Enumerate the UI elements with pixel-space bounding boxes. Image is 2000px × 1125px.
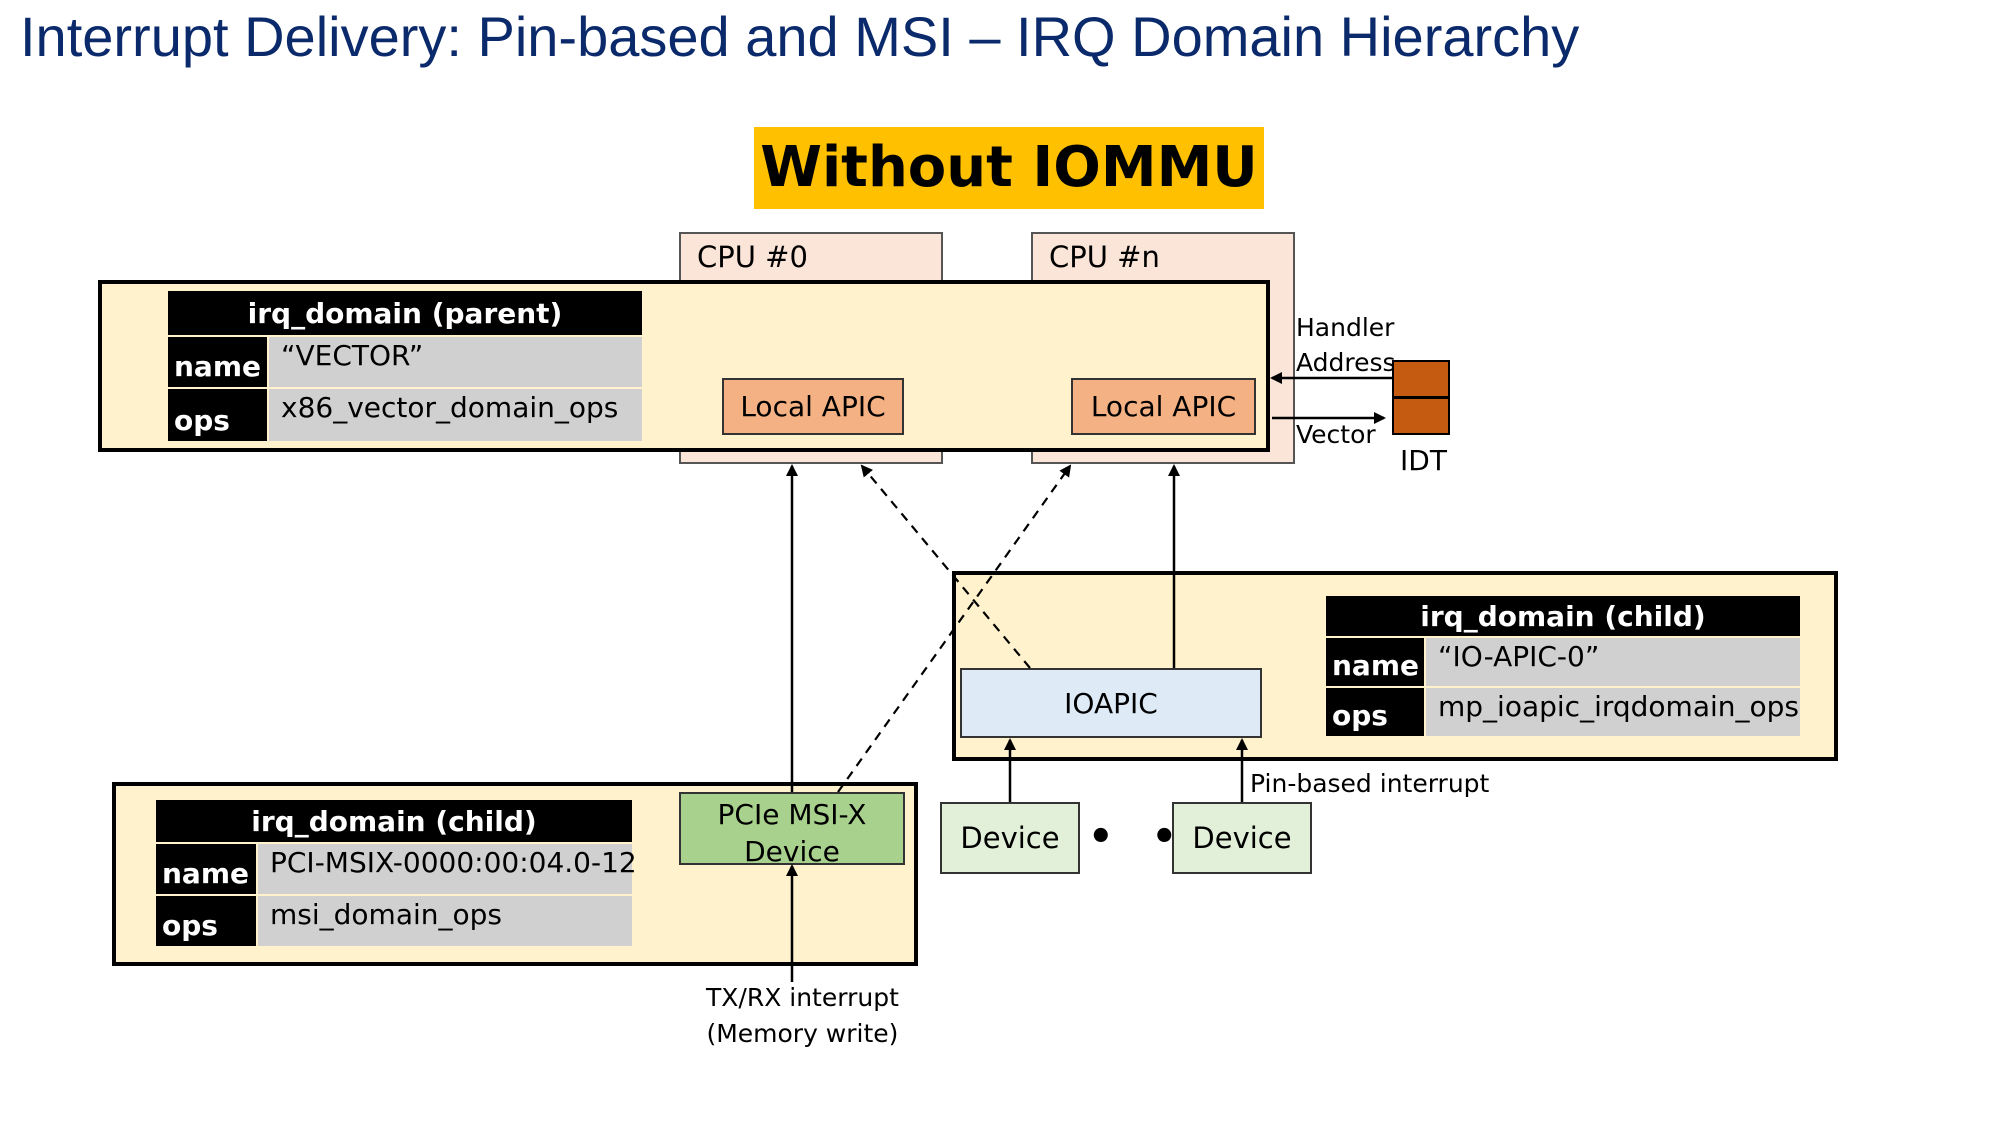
msix-ops-key: ops — [156, 896, 256, 946]
msix-domain-header: irq_domain (child) — [156, 800, 632, 842]
device-n: Device — [1172, 802, 1312, 874]
msix-ops-value: msi_domain_ops — [258, 896, 632, 946]
ioapic-ops-value: mp_ioapic_irqdomain_ops — [1426, 688, 1800, 736]
ioapic-box: IOAPIC — [960, 668, 1262, 738]
parent-ops-value: x86_vector_domain_ops — [269, 389, 642, 441]
txrx-interrupt-label: TX/RX interrupt (Memory write) — [706, 980, 899, 1052]
local-apic-cpun: Local APIC — [1071, 378, 1256, 435]
idt-label: IDT — [1400, 444, 1447, 477]
idt-entry-top — [1392, 360, 1450, 398]
txrx-line2: (Memory write) — [706, 1019, 899, 1048]
vector-label: Vector — [1296, 420, 1376, 449]
handler-address-label: Handler Address — [1296, 310, 1396, 380]
parent-domain-header: irq_domain (parent) — [168, 291, 642, 335]
page-title: Interrupt Delivery: Pin-based and MSI – … — [20, 5, 1580, 68]
txrx-line1: TX/RX interrupt — [706, 983, 899, 1012]
address-label: Address — [1296, 348, 1396, 377]
cpu-n-label: CPU #n — [1049, 240, 1160, 274]
without-iommu-badge: Without IOMMU — [754, 127, 1264, 209]
msix-to-apicn-dashed-arrow — [837, 464, 1072, 793]
pin-based-interrupt-label: Pin-based interrupt — [1250, 769, 1490, 798]
pcie-msix-device: PCIe MSI-X Device — [679, 792, 905, 868]
parent-name-value: “VECTOR” — [269, 337, 642, 387]
device-1: Device — [940, 802, 1080, 874]
ioapic-name-value: “IO-APIC-0” — [1426, 638, 1800, 686]
local-apic-cpu0: Local APIC — [722, 378, 904, 435]
pcie-msix-line2: Device — [744, 835, 840, 868]
ioapic-domain-header: irq_domain (child) — [1326, 596, 1800, 636]
handler-label: Handler — [1296, 313, 1395, 342]
ioapic-to-apic0-dashed-arrow — [860, 464, 1031, 669]
ioapic-ops-key: ops — [1326, 688, 1424, 736]
parent-name-key: name — [168, 337, 267, 387]
msix-name-value: PCI-MSIX-0000:00:04.0-12 — [258, 844, 637, 894]
pcie-msix-line1: PCIe MSI-X — [717, 798, 867, 831]
cpu-0-label: CPU #0 — [697, 240, 808, 274]
parent-ops-key: ops — [168, 389, 267, 441]
ioapic-name-key: name — [1326, 638, 1424, 686]
msix-name-key: name — [156, 844, 256, 894]
idt-entry-bottom — [1392, 397, 1450, 435]
